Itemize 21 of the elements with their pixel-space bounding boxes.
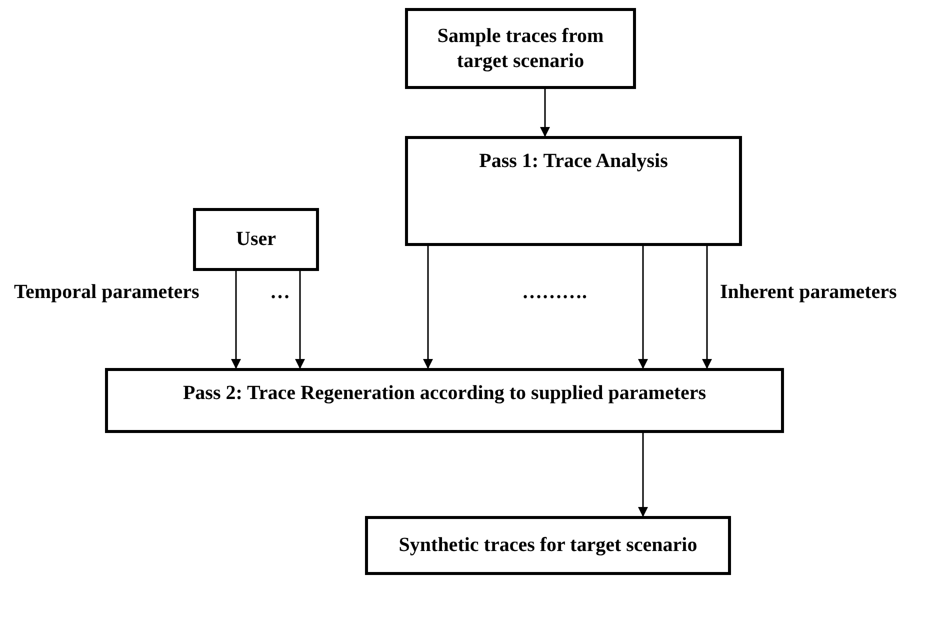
parameter-label: Temporal parameters bbox=[14, 281, 200, 304]
box-text: Sample traces from target scenario bbox=[436, 24, 605, 74]
box-text: Pass 1: Trace Analysis bbox=[479, 149, 668, 174]
arrow bbox=[540, 89, 550, 137]
process-box bbox=[365, 516, 731, 575]
parameter-label: ………. bbox=[522, 281, 587, 304]
arrow bbox=[295, 271, 305, 369]
parameter-label: Inherent parameters bbox=[720, 281, 897, 304]
parameter-label: … bbox=[270, 281, 290, 304]
arrow bbox=[638, 433, 648, 517]
arrow bbox=[231, 271, 241, 369]
process-box bbox=[405, 8, 636, 89]
box-text: Pass 2: Trace Regeneration according to supplied parameters bbox=[182, 381, 706, 406]
box-text: Synthetic traces for target scenario bbox=[398, 533, 698, 558]
arrow bbox=[702, 246, 712, 369]
process-box bbox=[105, 368, 784, 433]
process-box bbox=[193, 208, 319, 271]
box-text: User bbox=[236, 227, 276, 252]
arrow bbox=[638, 246, 648, 369]
arrow bbox=[423, 246, 433, 369]
process-box bbox=[405, 136, 742, 246]
